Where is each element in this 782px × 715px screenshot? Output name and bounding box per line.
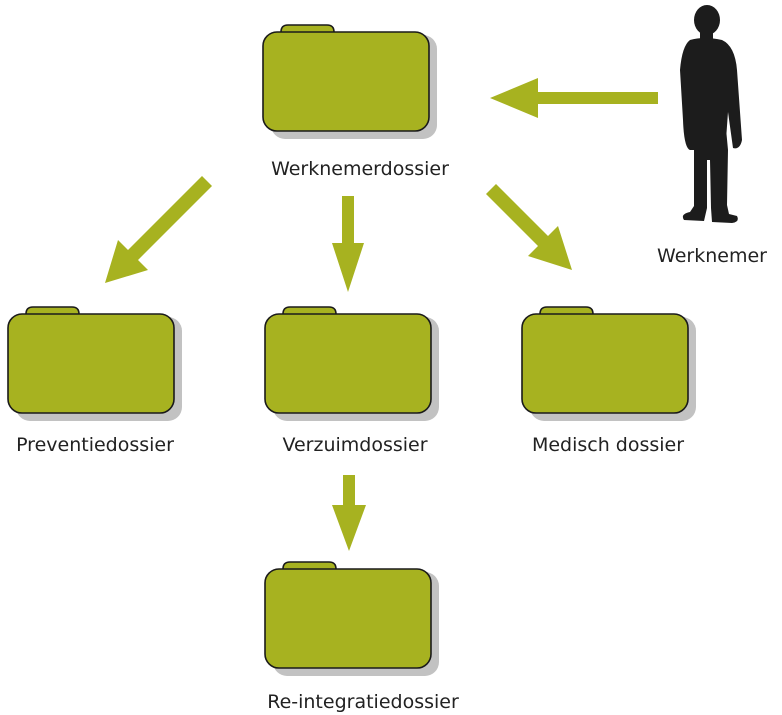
label-reintegratiedossier: Re-integratiedossier [267, 691, 459, 713]
folder-icon [521, 306, 697, 422]
folder-verzuimdossier [264, 306, 440, 422]
folder-icon [264, 561, 440, 677]
arrow-to-verzuimdossier [332, 196, 364, 292]
label-verzuimdossier: Verzuimdossier [282, 434, 427, 456]
person-silhouette-icon [680, 5, 742, 223]
label-medisch-dossier: Medisch dossier [532, 434, 684, 456]
arrow-to-medisch-dossier [486, 184, 572, 270]
folder-reintegratiedossier [264, 561, 440, 677]
folder-icon [264, 306, 440, 422]
label-werknemerdossier: Werknemerdossier [271, 158, 449, 180]
label-werknemer: Werknemer [657, 245, 767, 267]
folder-preventiedossier [7, 306, 183, 422]
folder-icon [7, 306, 183, 422]
arrows [105, 78, 658, 551]
folder-werknemerdossier [262, 24, 438, 140]
label-preventiedossier: Preventiedossier [16, 434, 174, 456]
arrow-to-reintegratiedossier [332, 475, 366, 551]
folder-icon [262, 24, 438, 140]
arrow-werknemer-to-werknemerdossier [490, 78, 658, 118]
arrow-to-preventiedossier [105, 176, 212, 283]
folder-medisch-dossier [521, 306, 697, 422]
